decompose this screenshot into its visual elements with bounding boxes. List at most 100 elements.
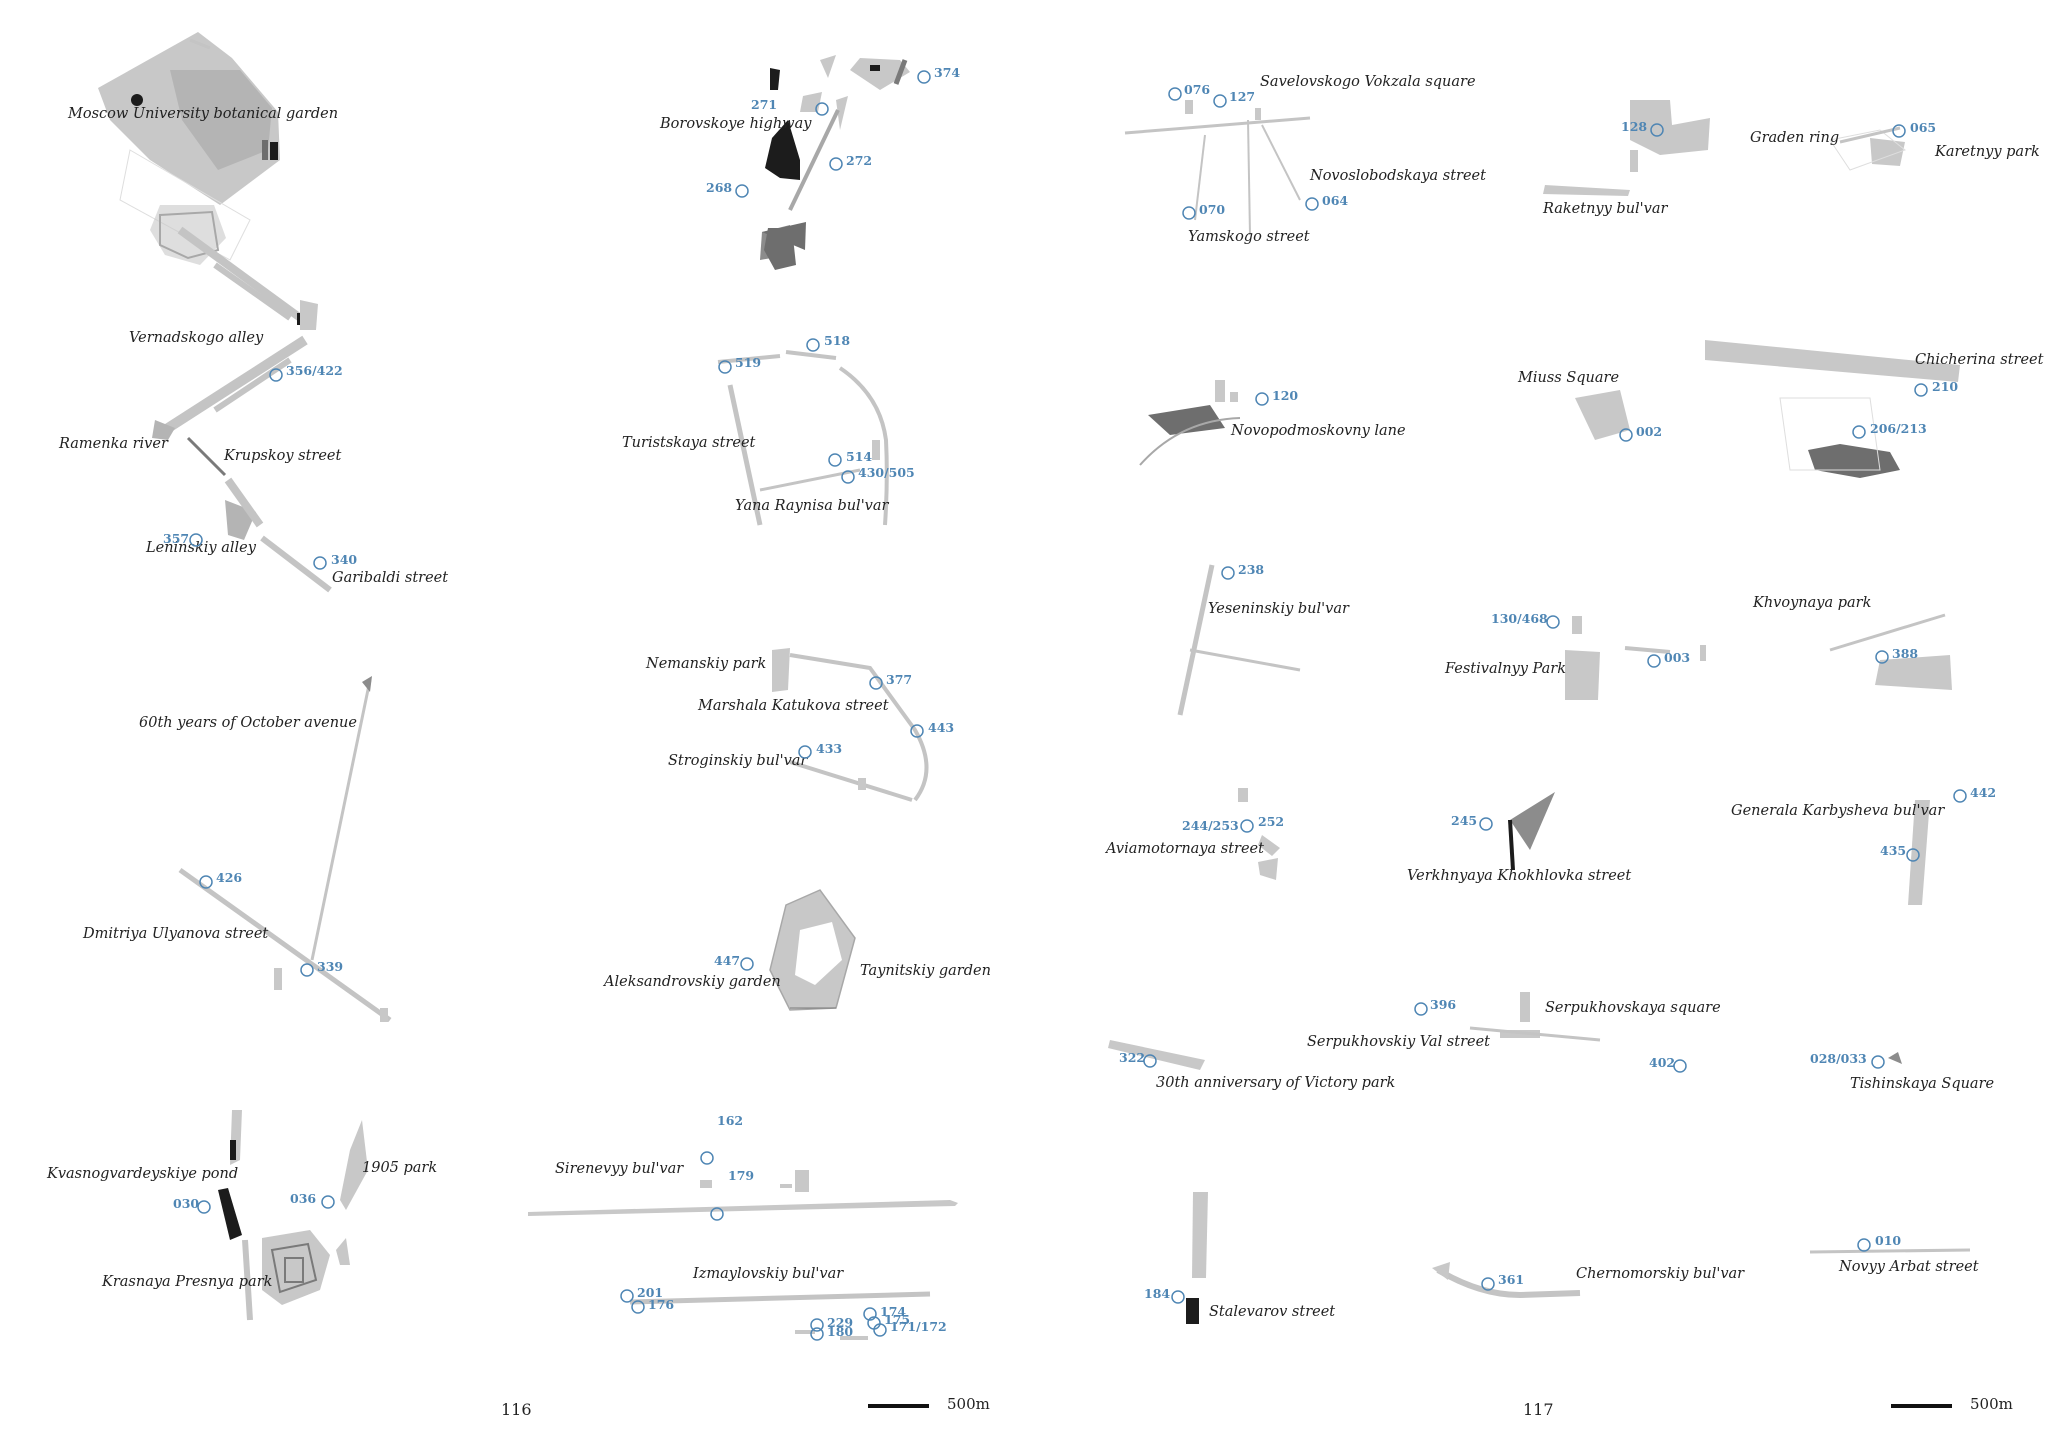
code-002: 002 xyxy=(1636,424,1662,439)
code-229: 229 xyxy=(827,1315,853,1330)
marker-339 xyxy=(300,963,314,977)
marker-518 xyxy=(806,338,820,352)
label-ulyanova: Dmitriya Ulyanova street xyxy=(82,926,268,942)
map-turistskaya xyxy=(717,350,889,526)
marker-229 xyxy=(810,1318,824,1332)
map-festivalnyy-khvoynaya xyxy=(1565,613,1952,700)
marker-388 xyxy=(1875,650,1889,664)
label-stalevarov: Stalevarov street xyxy=(1209,1304,1335,1320)
label-krasnaya: Krasnaya Presnya park xyxy=(101,1274,272,1290)
label-1905: 1905 park xyxy=(362,1160,437,1176)
marker-268 xyxy=(735,184,749,198)
marker-127 xyxy=(1213,94,1227,108)
map-nemanskiy xyxy=(772,648,929,802)
map-miuss-chicherina xyxy=(1575,340,1960,478)
scale-bar-right xyxy=(1891,1404,1952,1408)
code-064: 064 xyxy=(1322,193,1348,208)
label-nemanskiy: Nemanskiy park xyxy=(645,656,766,672)
code-518: 518 xyxy=(824,333,850,348)
marker-184 xyxy=(1171,1290,1185,1304)
code-322: 322 xyxy=(1119,1050,1145,1065)
marker-120 xyxy=(1255,392,1269,406)
map-sirenevyy-izmaylovskiy xyxy=(528,1170,958,1340)
label-krupskoy: Krupskoy street xyxy=(223,448,342,464)
label-ramenka: Ramenka river xyxy=(58,436,169,452)
marker-244 xyxy=(1240,819,1254,833)
code-388: 388 xyxy=(1892,646,1918,661)
label-raketnyy: Raketnyy bul'var xyxy=(1542,201,1669,217)
map-khokhlovka xyxy=(1508,792,1555,870)
label-aleksandrovskiy: Aleksandrovskiy garden xyxy=(602,974,781,990)
label-borovskoye: Borovskoye highway xyxy=(659,116,812,132)
code-433: 433 xyxy=(816,741,842,756)
label-raynisa: Yana Raynisa bul'var xyxy=(735,498,890,514)
page-117-footer: 117 500m xyxy=(1523,1395,2013,1419)
map-chernomorskiy-arbat xyxy=(1432,1248,1971,1299)
code-174: 174 xyxy=(880,1304,906,1319)
map-stalevarov xyxy=(1186,1192,1208,1324)
marker-238 xyxy=(1221,566,1235,580)
marker-435 xyxy=(1906,848,1920,862)
code-162: 162 xyxy=(717,1113,743,1128)
label-stroginskiy: Stroginskiy bul'var xyxy=(668,753,808,769)
scale-label-left: 500m xyxy=(947,1395,990,1413)
marker-519 xyxy=(718,360,732,374)
code-130: 130/468 xyxy=(1491,611,1548,626)
code-271: 271 xyxy=(751,97,777,112)
code-201: 201 xyxy=(637,1285,663,1300)
marker-003 xyxy=(1647,654,1661,668)
marker-sirenevyy xyxy=(710,1207,724,1221)
marker-340 xyxy=(313,556,327,570)
marker-245 xyxy=(1479,817,1493,831)
code-402: 402 xyxy=(1649,1055,1675,1070)
code-377: 377 xyxy=(886,672,912,687)
marker-361 xyxy=(1481,1277,1495,1291)
label-chicherina: Chicherina street xyxy=(1915,352,2044,368)
label-savelovskogo: Savelovskogo Vokzala square xyxy=(1260,74,1476,90)
marker-271 xyxy=(815,102,829,116)
map-garden-ring xyxy=(1543,100,1907,196)
map-botanical-garden-vernadskogo xyxy=(98,32,332,593)
code-447: 447 xyxy=(714,953,740,968)
marker-201 xyxy=(620,1289,634,1303)
label-festivalnyy: Festivalnyy Park xyxy=(1444,661,1566,677)
map-yeseninskiy xyxy=(1177,564,1301,716)
label-graden: Graden ring xyxy=(1750,130,1839,146)
marker-010 xyxy=(1857,1238,1871,1252)
map-aleksandrovskiy xyxy=(769,889,856,1011)
marker-430 xyxy=(841,470,855,484)
marker-514 xyxy=(828,453,842,467)
code-514: 514 xyxy=(846,449,872,464)
label-turistskaya: Turistskaya street xyxy=(622,435,756,451)
label-novoslobodskaya: Novoslobodskaya street xyxy=(1309,168,1486,184)
marker-036 xyxy=(321,1195,335,1209)
label-kvasnogvardeyskiye: Kvasnogvardeyskiye pond xyxy=(46,1166,238,1182)
code-268: 268 xyxy=(706,180,732,195)
map-novopodmoskovny xyxy=(1139,380,1241,466)
marker-442 xyxy=(1953,789,1967,803)
scale-label-right: 500m xyxy=(1970,1395,2013,1413)
code-519: 519 xyxy=(735,355,761,370)
code-003: 003 xyxy=(1664,650,1690,665)
label-karbysheva: Generala Karbysheva bul'var xyxy=(1731,803,1945,819)
code-010: 010 xyxy=(1875,1233,1901,1248)
map-krasnaya-presnya xyxy=(218,1110,368,1321)
marker-130 xyxy=(1546,615,1560,629)
marker-374 xyxy=(917,70,931,84)
code-435: 435 xyxy=(1880,843,1906,858)
code-179: 179 xyxy=(728,1168,754,1183)
code-238: 238 xyxy=(1238,562,1264,577)
label-victory30: 30th anniversary of Victory park xyxy=(1156,1075,1395,1091)
label-taynitskiy: Taynitskiy garden xyxy=(860,963,991,979)
marker-426 xyxy=(199,875,213,889)
marker-356 xyxy=(269,368,283,382)
label-yamskogo: Yamskogo street xyxy=(1188,229,1310,245)
code-206: 206/213 xyxy=(1870,421,1927,436)
map-october-avenue xyxy=(178,676,392,1023)
map-aviamotornaya xyxy=(1238,788,1280,880)
marker-176 xyxy=(631,1300,645,1314)
label-october60: 60th years of October avenue xyxy=(139,715,357,731)
label-vernadskogo: Vernadskogo alley xyxy=(129,330,264,346)
marker-396 xyxy=(1414,1002,1428,1016)
label-miuss: Miuss Square xyxy=(1517,370,1619,386)
